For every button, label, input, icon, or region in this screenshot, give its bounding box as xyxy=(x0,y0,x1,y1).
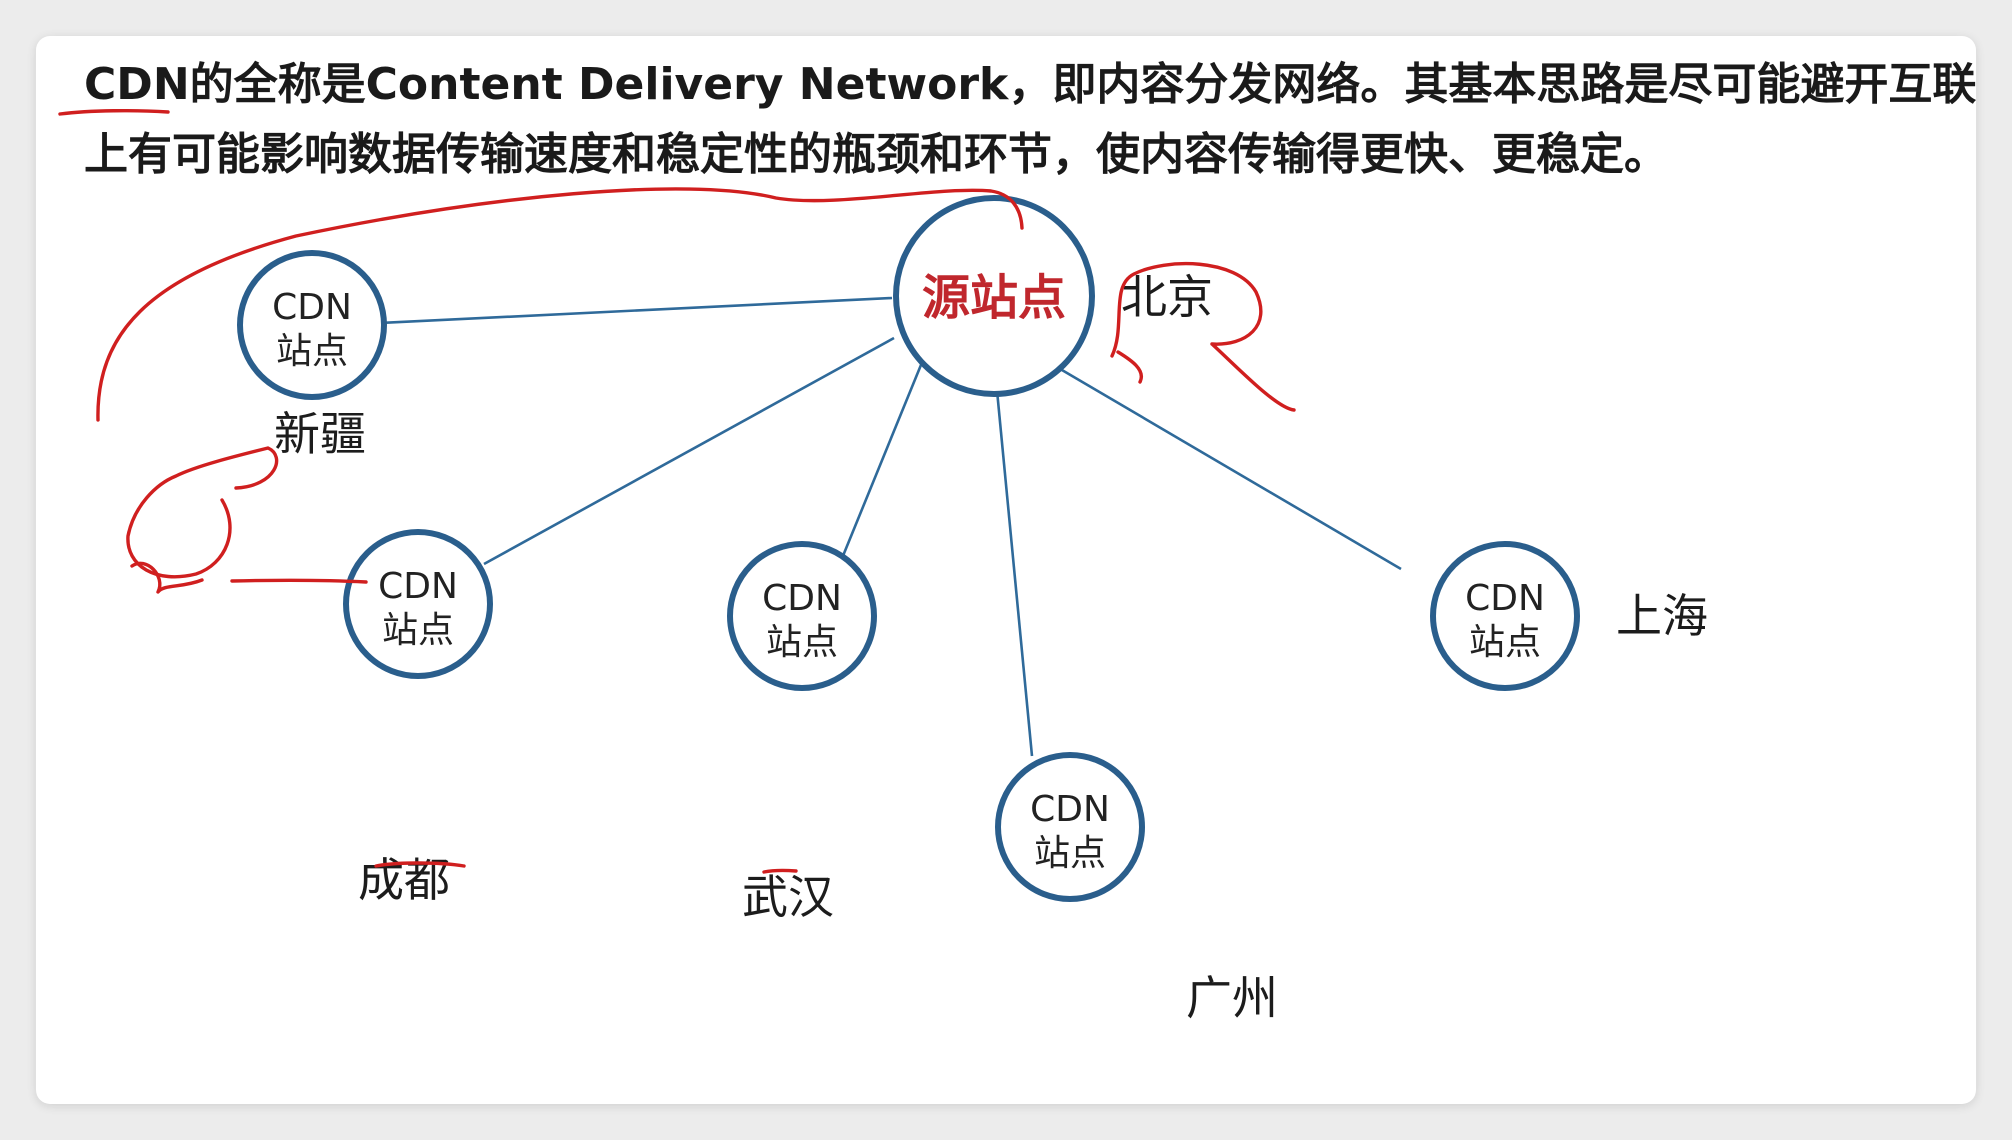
cdn-node-line2: 站点 xyxy=(1469,622,1541,663)
edge-origin-chengdu xyxy=(483,336,895,566)
underline-cdn-annotation xyxy=(58,109,170,116)
edge-origin-guangzhou xyxy=(994,379,1034,757)
cdn-node-line2: 站点 xyxy=(276,331,348,372)
circle-beijing-annotation xyxy=(1110,261,1296,412)
edge-origin-wuhan xyxy=(834,359,925,574)
underline-chengdu-annotation xyxy=(374,861,466,868)
scribble-annotation xyxy=(126,446,279,579)
cdn-node-ring xyxy=(727,541,877,691)
red-annotations xyxy=(58,109,1296,874)
cdn-network-diagram: 源站点 北京 CDN 站点 新疆 CDN 站点 成都 CDN 站点 武汉 CDN xyxy=(58,109,1708,1025)
cdn-node-ring xyxy=(237,250,387,400)
cdn-node-line2: 站点 xyxy=(1034,833,1106,874)
cdn-node-line2: 站点 xyxy=(766,622,838,663)
arc-annotation xyxy=(96,187,1024,422)
city-label-xinjiang: 新疆 xyxy=(274,407,366,461)
intro-line-1: CDN的全称是Content Delivery Network，即内容分发网络。… xyxy=(84,59,1976,110)
cdn-node-line1: CDN xyxy=(378,566,458,607)
cdn-node-line2: 站点 xyxy=(382,610,454,651)
intro-line-2: 上有可能影响数据传输速度和稳定性的瓶颈和环节，使内容传输得更快、更稳定。 xyxy=(84,129,1668,180)
cdn-node-wuhan: CDN 站点 武汉 xyxy=(727,541,877,924)
slide: CDN的全称是Content Delivery Network，即内容分发网络。… xyxy=(36,36,1976,1104)
cdn-node-line1: CDN xyxy=(1465,578,1545,619)
city-label-chengdu: 成都 xyxy=(358,853,450,907)
edge-origin-shanghai xyxy=(1049,361,1402,571)
origin-label: 源站点 xyxy=(922,270,1066,326)
origin-ring xyxy=(893,195,1095,397)
cdn-node-ring xyxy=(995,752,1145,902)
city-label-shanghai: 上海 xyxy=(1616,589,1708,643)
cdn-node-ring xyxy=(1430,541,1580,691)
cdn-node-guangzhou: CDN 站点 广州 xyxy=(995,752,1278,1025)
underline-xinjiang-annotation xyxy=(230,578,368,584)
cdn-node-shanghai: CDN 站点 上海 xyxy=(1430,541,1708,691)
intro-paragraph: CDN的全称是Content Delivery Network，即内容分发网络。… xyxy=(84,50,1976,190)
edge-origin-xinjiang xyxy=(318,296,893,328)
cdn-node-line1: CDN xyxy=(272,287,352,328)
origin-node: 源站点 北京 xyxy=(893,195,1213,397)
city-label-guangzhou: 广州 xyxy=(1186,971,1278,1025)
city-label-wuhan: 武汉 xyxy=(742,870,834,924)
scribble-tail-annotation xyxy=(130,561,204,594)
cdn-node-xinjiang: CDN 站点 新疆 xyxy=(237,250,387,461)
cdn-node-chengdu: CDN 站点 成都 xyxy=(343,529,493,907)
cdn-node-line1: CDN xyxy=(1030,789,1110,830)
cdn-node-line1: CDN xyxy=(762,578,842,619)
origin-city-label: 北京 xyxy=(1121,270,1213,324)
underline-wuhan-annotation xyxy=(762,868,798,874)
cdn-node-ring xyxy=(343,529,493,679)
edges xyxy=(318,296,1402,757)
